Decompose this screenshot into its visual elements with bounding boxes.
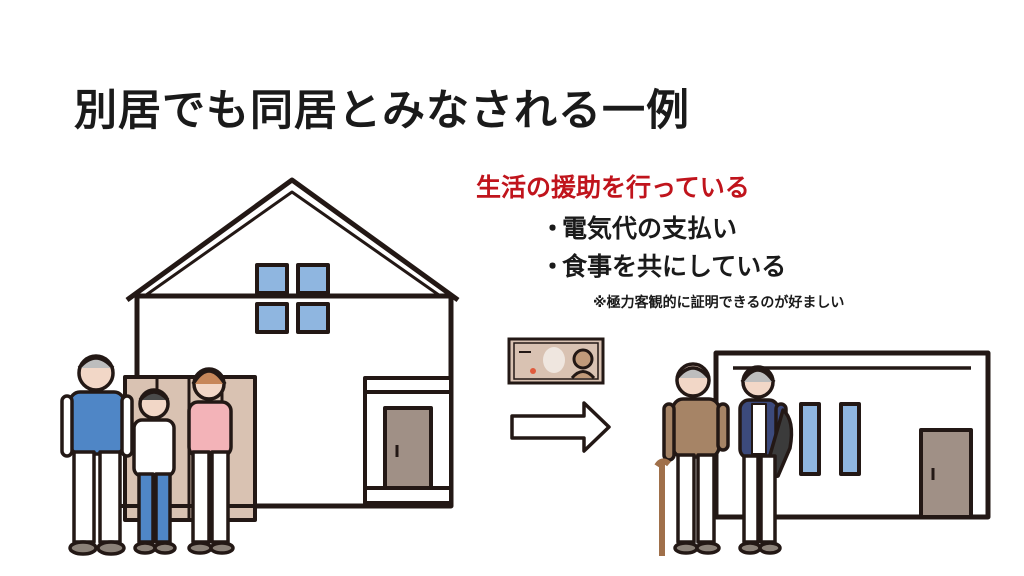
banknote-icon [507, 337, 605, 385]
support-item: ・電気代の支払い [540, 210, 786, 248]
bullet-marker: ・ [540, 214, 566, 243]
arrow-right-icon [510, 401, 611, 453]
page-title: 別居でも同居とみなされる一例 [74, 86, 690, 136]
support-heading: 生活の援助を行っている [476, 173, 750, 202]
support-item: ・食事を共にしている [540, 248, 786, 286]
elderly-couple-illustration [654, 362, 794, 556]
child [132, 388, 177, 555]
elderly-man [654, 362, 730, 556]
woman-pink-top [187, 367, 235, 555]
elderly-woman [738, 365, 794, 555]
man-blue-vest [60, 354, 134, 556]
support-list: ・電気代の支払い ・食事を共にしている [540, 210, 786, 286]
support-item-label: 食事を共にしている [562, 252, 787, 281]
support-item-label: 電気代の支払い [562, 214, 738, 243]
bullet-marker: ・ [540, 252, 566, 281]
footnote: ※極力客観的に証明できるのが好ましい [593, 295, 845, 311]
family-illustration [60, 354, 235, 556]
